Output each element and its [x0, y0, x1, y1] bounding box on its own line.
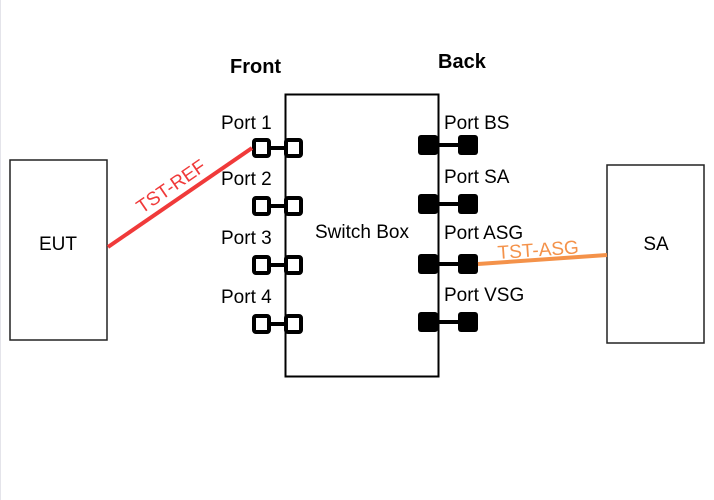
cable-tst-ref: [106, 146, 254, 249]
port-connector-outer: [252, 314, 271, 334]
eut-rect: [9, 159, 108, 341]
port-connector-inner: [284, 138, 303, 158]
sa-rect: [606, 164, 705, 344]
back-port-bs[interactable]: Port BS: [418, 113, 509, 155]
port-connector-outer: [458, 312, 478, 332]
cable-label-tst-asg: TST-ASG: [497, 237, 580, 264]
back-port-label: Port VSG: [444, 285, 524, 306]
front-port-label: Port 1: [221, 113, 272, 134]
port-connector-inner: [418, 312, 438, 332]
port-connector-inner: [418, 254, 438, 274]
back-port-label: Port SA: [444, 167, 510, 188]
cable-tst-asg: [477, 253, 608, 266]
back-port-asg[interactable]: Port ASG: [418, 223, 523, 274]
sa-box[interactable]: SA: [606, 164, 705, 344]
front-port-label: Port 3: [221, 228, 272, 249]
front-port-2[interactable]: Port 2: [221, 169, 303, 216]
port-connector-outer: [252, 196, 271, 216]
eut-box[interactable]: EUT: [9, 159, 108, 341]
back-port-vsg[interactable]: Port VSG: [418, 285, 524, 332]
front-port-4[interactable]: Port 4: [221, 287, 303, 334]
front-header: Front: [230, 56, 281, 78]
port-connector-inner: [418, 194, 438, 214]
connection-tst-asg[interactable]: TST-ASG: [477, 237, 608, 266]
front-port-label: Port 2: [221, 169, 272, 190]
front-port-label: Port 4: [221, 287, 272, 308]
back-port-sa[interactable]: Port SA: [418, 167, 510, 214]
port-connector-outer: [458, 254, 478, 274]
back-header: Back: [438, 51, 487, 73]
port-connector-outer: [252, 255, 271, 275]
switch-box[interactable]: Switch Box: [284, 93, 440, 378]
back-port-label: Port ASG: [444, 223, 523, 244]
port-connector-inner: [284, 314, 303, 334]
port-connector-inner: [284, 255, 303, 275]
port-connector-inner: [418, 135, 438, 155]
port-connector-outer: [252, 138, 271, 158]
switch-box-label: Switch Box: [315, 222, 409, 243]
port-connector-inner: [284, 196, 303, 216]
switch-box-rect: [284, 93, 440, 378]
back-port-label: Port BS: [444, 113, 509, 134]
eut-label: EUT: [39, 234, 77, 255]
front-port-3[interactable]: Port 3: [221, 228, 303, 275]
port-connector-outer: [458, 135, 478, 155]
port-connector-outer: [458, 194, 478, 214]
front-port-1[interactable]: Port 1: [221, 113, 303, 158]
sa-label: SA: [643, 234, 669, 255]
